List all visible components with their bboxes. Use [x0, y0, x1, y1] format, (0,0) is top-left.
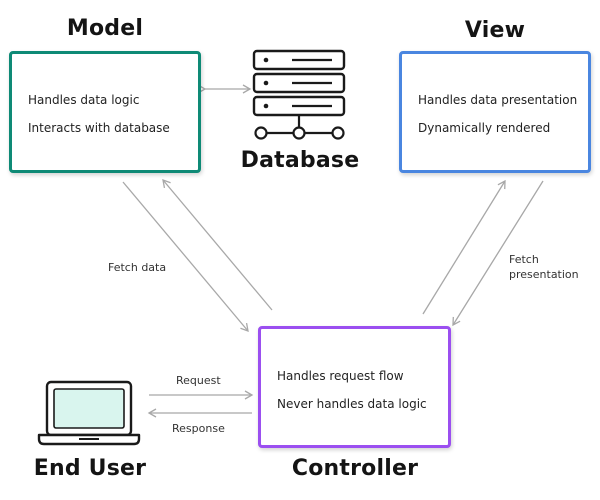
- view-box: Handles data presentation Dynamically re…: [399, 51, 591, 173]
- response-label: Response: [172, 422, 225, 435]
- model-to-controller-arrow: [122, 181, 249, 333]
- model-line-2: Interacts with database: [28, 121, 170, 135]
- database-title: Database: [240, 148, 360, 173]
- view-line-1: Handles data presentation: [418, 93, 578, 107]
- controller-to-view-arrow: [422, 179, 506, 315]
- model-title: Model: [66, 16, 144, 41]
- laptop-icon: [37, 380, 141, 446]
- fetch-presentation-label-2: presentation: [509, 268, 579, 281]
- controller-to-model-arrow: [162, 178, 273, 311]
- fetch-presentation-label-1: Fetch: [509, 253, 539, 266]
- controller-line-1: Handles request flow: [277, 369, 404, 383]
- request-label: Request: [176, 374, 221, 387]
- end-user-title: End User: [33, 456, 147, 481]
- database-server-icon: [252, 49, 346, 140]
- fetch-data-label: Fetch data: [108, 261, 167, 274]
- controller-title: Controller: [291, 456, 419, 481]
- model-line-1: Handles data logic: [28, 93, 140, 107]
- view-line-2: Dynamically rendered: [418, 121, 551, 135]
- controller-box: Handles request flow Never handles data …: [258, 326, 451, 448]
- model-box: Handles data logic Interacts with databa…: [9, 51, 201, 173]
- controller-line-2: Never handles data logic: [277, 397, 427, 411]
- view-to-controller-arrow: [452, 180, 544, 327]
- view-title: View: [464, 18, 526, 43]
